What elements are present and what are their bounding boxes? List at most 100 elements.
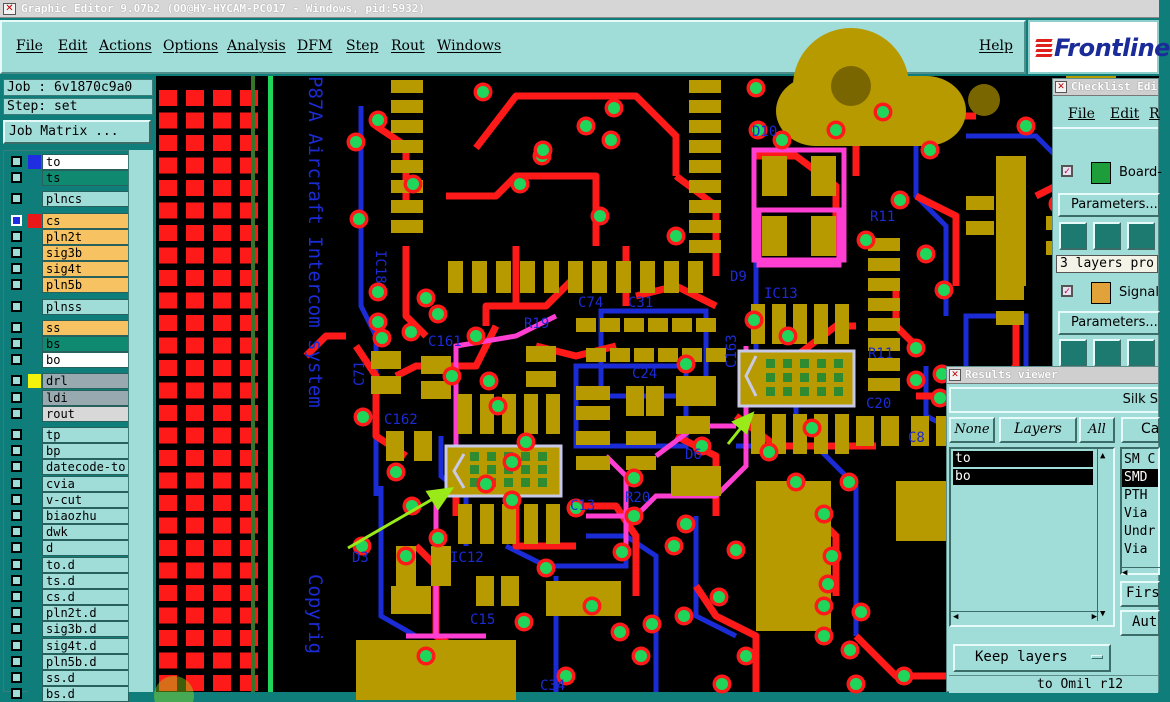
job-matrix-button[interactable]: Job Matrix ... <box>3 120 151 144</box>
results-category-list[interactable]: SM C SMD PTH Via Undr Via <box>1120 447 1160 575</box>
layer-row-ss[interactable]: ss <box>6 319 129 336</box>
results-layer-item[interactable]: to <box>953 451 1093 467</box>
layer-checkbox[interactable] <box>11 156 22 167</box>
layer-name[interactable]: sig3b.d <box>42 621 129 638</box>
layer-checkbox[interactable] <box>11 639 22 651</box>
layer-color-swatch[interactable] <box>28 654 41 669</box>
layer-row-ts.d[interactable]: ts.d <box>6 572 129 589</box>
layer-row-bs.d[interactable]: bs.d <box>6 686 129 702</box>
board-action-icon[interactable] <box>1091 162 1111 184</box>
none-button[interactable]: None <box>949 417 995 443</box>
scroll-left-icon[interactable]: ◀ <box>1120 567 1160 579</box>
menu-analysis[interactable]: Analysis <box>227 38 286 54</box>
layer-name[interactable]: datecode-to <box>42 459 129 476</box>
layer-row-sig4t[interactable]: sig4t <box>6 261 129 278</box>
scroll-up-icon[interactable]: ▲ <box>1100 451 1106 461</box>
layer-name[interactable]: d <box>42 540 129 557</box>
close-icon[interactable]: ✕ <box>1055 81 1067 93</box>
layer-row-bs[interactable]: bs <box>6 336 129 352</box>
board-check-checkbox[interactable]: ✓ <box>1061 165 1073 177</box>
scroll-right-icon[interactable]: ▶ <box>1091 612 1097 622</box>
layer-row-dwk[interactable]: dwk <box>6 524 129 541</box>
layer-row-bo[interactable]: bo <box>6 352 129 369</box>
board-parameters-button[interactable]: Parameters... <box>1058 193 1160 217</box>
results-layer-item[interactable]: bo <box>953 469 1093 485</box>
layer-row-tp[interactable]: tp <box>6 427 129 443</box>
layer-checkbox[interactable] <box>11 655 22 667</box>
layer-name[interactable]: biaozhu <box>42 508 129 524</box>
signal-check-checkbox[interactable]: ✓ <box>1061 285 1073 297</box>
menu-rout[interactable]: Rout <box>391 38 425 54</box>
layer-row-sig3b[interactable]: sig3b <box>6 245 129 261</box>
results-layer-list[interactable]: to bo ▲ ▼ ◀ ▶ <box>949 447 1115 627</box>
layer-checkbox[interactable] <box>11 407 22 419</box>
category-item[interactable]: Via <box>1124 506 1148 521</box>
layer-color-swatch[interactable] <box>28 622 41 637</box>
layer-color-swatch[interactable] <box>28 509 41 523</box>
layer-checkbox[interactable] <box>11 279 22 291</box>
signal-parameters-button[interactable]: Parameters... <box>1058 311 1160 335</box>
layer-name[interactable]: cvia <box>42 475 129 492</box>
menu-step[interactable]: Step <box>346 38 379 54</box>
checklist-menu-edit[interactable]: Edit <box>1110 106 1140 122</box>
layer-name[interactable]: to.d <box>42 556 129 573</box>
layer-color-swatch[interactable] <box>28 353 41 368</box>
layer-checkbox[interactable] <box>11 526 22 538</box>
layer-row-pln5b.d[interactable]: pln5b.d <box>6 653 129 670</box>
layer-color-swatch[interactable] <box>28 262 41 277</box>
layer-name[interactable]: bp <box>42 443 129 460</box>
layer-checkbox[interactable] <box>11 247 22 258</box>
category-item[interactable]: PTH <box>1124 488 1148 503</box>
layer-color-swatch[interactable] <box>28 171 41 186</box>
app-icon[interactable]: ✕ <box>3 3 16 15</box>
menu-edit[interactable]: Edit <box>58 38 88 54</box>
layer-checkbox[interactable] <box>11 391 22 403</box>
layer-name[interactable]: cs.d <box>42 589 129 605</box>
layer-color-swatch[interactable] <box>28 337 41 351</box>
layer-checkbox[interactable] <box>11 607 22 619</box>
checklist-menu-r[interactable]: R <box>1149 106 1160 122</box>
layer-color-swatch[interactable] <box>28 320 41 335</box>
layer-color-swatch[interactable] <box>28 525 41 540</box>
layer-name[interactable]: drl <box>42 373 129 390</box>
layer-checkbox[interactable] <box>11 493 22 505</box>
layer-row-rout[interactable]: rout <box>6 405 129 422</box>
layer-color-swatch[interactable] <box>28 671 41 685</box>
layer-name[interactable]: v-cut <box>42 491 129 508</box>
layer-name[interactable]: to <box>42 154 129 170</box>
layer-row-cvia[interactable]: cvia <box>6 475 129 492</box>
layer-name[interactable]: dwk <box>42 524 129 541</box>
layer-row-to.d[interactable]: to.d <box>6 556 129 573</box>
layer-name[interactable]: sig3b <box>42 245 129 261</box>
layer-checkbox[interactable] <box>11 214 22 226</box>
layer-color-swatch[interactable] <box>28 541 41 556</box>
layer-row-datecode-to[interactable]: datecode-to <box>6 459 129 476</box>
layer-color-swatch[interactable] <box>28 444 41 459</box>
layer-row-d[interactable]: d <box>6 540 129 557</box>
layer-checkbox[interactable] <box>11 354 22 366</box>
layer-row-ss.d[interactable]: ss.d <box>6 670 129 686</box>
layer-name[interactable]: sig4t <box>42 261 129 278</box>
layer-color-swatch[interactable] <box>28 638 41 653</box>
layer-name[interactable]: sig4t.d <box>42 637 129 654</box>
layer-checkbox[interactable] <box>11 591 22 602</box>
run-icon-1[interactable] <box>1059 222 1087 250</box>
signal-action-icon[interactable] <box>1091 282 1111 304</box>
keep-layers-dropdown[interactable]: Keep layers <box>953 644 1111 672</box>
layer-checkbox[interactable] <box>11 193 22 205</box>
first-button[interactable]: Firs <box>1120 581 1160 607</box>
layer-name[interactable]: pln5b <box>42 277 129 294</box>
layer-color-swatch[interactable] <box>28 687 41 702</box>
layer-name[interactable]: ldi <box>42 389 129 406</box>
layer-name[interactable]: cs <box>42 212 129 229</box>
checklist-menu-file[interactable]: File <box>1068 106 1095 122</box>
layer-name[interactable]: plncs <box>42 191 129 208</box>
layer-name[interactable]: tp <box>42 427 129 443</box>
layer-color-swatch[interactable] <box>28 428 41 442</box>
layer-color-swatch[interactable] <box>28 406 41 421</box>
layer-row-to[interactable]: to <box>6 154 129 170</box>
menu-options[interactable]: Options <box>163 38 219 54</box>
run-icon-3[interactable] <box>1127 222 1155 250</box>
layer-color-swatch[interactable] <box>28 192 41 207</box>
layer-row-v-cut[interactable]: v-cut <box>6 491 129 508</box>
